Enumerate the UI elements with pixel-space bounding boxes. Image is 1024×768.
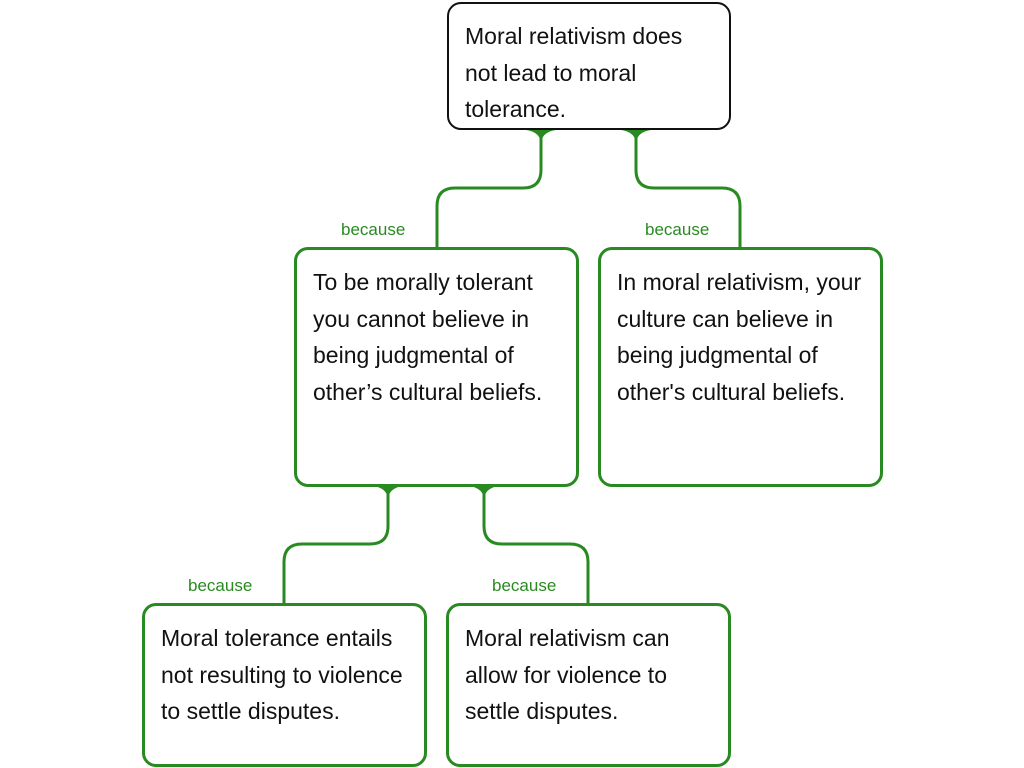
claim-node[interactable]: Moral relativism does not lead to moral … — [447, 2, 731, 130]
connector-claim-reason1 — [435, 130, 543, 248]
because-label-3: because — [188, 576, 253, 595]
because-label-1: because — [341, 220, 406, 239]
connector-reason1-reason1b — [482, 486, 590, 604]
connector-reason1-reason1a — [282, 486, 390, 604]
reason-node-2[interactable]: In moral relativism, your culture can be… — [598, 247, 883, 487]
because-label-2: because — [645, 220, 710, 239]
because-label-4: because — [492, 576, 557, 595]
reason-node-1b[interactable]: Moral relativism can allow for violence … — [446, 603, 731, 767]
reason-node-1[interactable]: To be morally tolerant you cannot believ… — [294, 247, 579, 487]
reason-node-1a[interactable]: Moral tolerance entails not resulting to… — [142, 603, 427, 767]
connector-claim-reason2 — [634, 130, 742, 248]
